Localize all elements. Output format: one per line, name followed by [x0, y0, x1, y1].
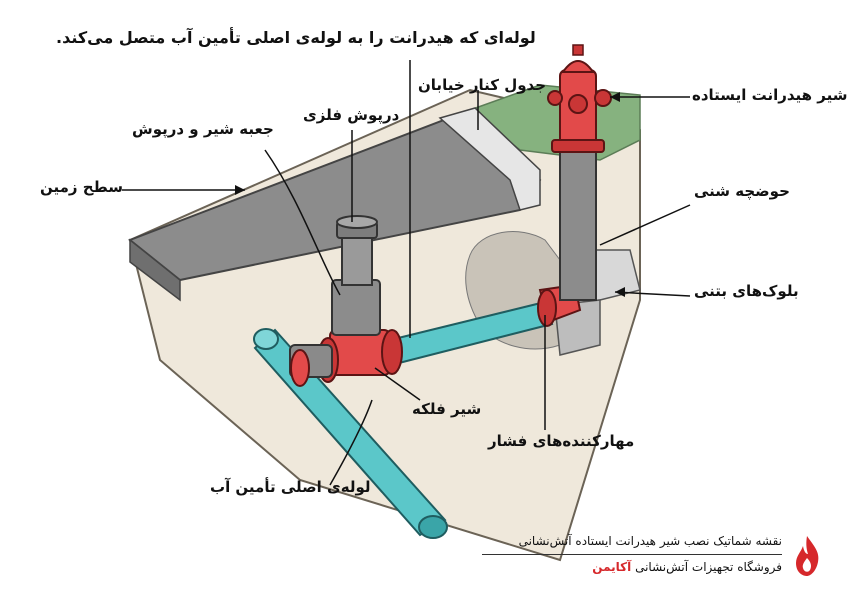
- label-gate-valve: شیر فلکه: [412, 400, 482, 418]
- footer-rule: [482, 554, 782, 555]
- label-main-pipe: لوله‌ی اصلی تأمین آب: [210, 478, 371, 496]
- leader-gate-valve: [374, 367, 421, 401]
- hydrant-nozzle-right: [594, 89, 612, 107]
- label-connecting-pipe: لوله‌ای که هیدرانت را به لوله‌ی اصلی تأم…: [56, 28, 536, 47]
- label-concrete-blocks: بلوک‌های بتنی: [694, 282, 799, 300]
- hydrant-top-nut: [572, 44, 584, 56]
- leader-concrete-blocks: [614, 291, 691, 297]
- valve-box-upper: [341, 234, 373, 286]
- label-gravel-pit: حوضچه شنی: [694, 182, 790, 200]
- tee-flange: [290, 349, 310, 387]
- label-hydrant: شیر هیدرانت ایستاده: [692, 86, 848, 104]
- arrowhead-concrete: [615, 287, 625, 297]
- label-metal-cap: درپوش فلزی: [303, 106, 400, 124]
- hydrant-nozzle-front: [568, 94, 588, 114]
- label-thrust-restraints: مهارکننده‌های فشار: [488, 432, 635, 450]
- label-ground-surface: سطح زمین: [40, 178, 123, 196]
- leader-gravel-pit: [599, 204, 691, 246]
- arrowhead-ground: [235, 185, 245, 195]
- leader-main-pipe: [329, 399, 373, 486]
- footer-store-prefix: فروشگاه تجهیزات آتش‌نشانی: [635, 560, 782, 574]
- gate-valve-body: [329, 329, 391, 376]
- hydrant-top: [561, 60, 595, 73]
- label-curb: جدول کنار خیابان: [418, 76, 547, 94]
- valve-box-lower: [331, 279, 381, 336]
- label-valve-box: جعبه شیر و درپوش: [132, 120, 274, 138]
- asphalt-edge: [129, 238, 181, 302]
- footer-title: نقشه شماتیک نصب شیر هیدرانت ایستاده آتش‌…: [518, 534, 782, 548]
- hydrant-base-flange: [551, 139, 605, 153]
- gate-valve-flange-right: [381, 329, 403, 375]
- main-pipe-end: [418, 515, 448, 539]
- arrowhead-hydrant: [610, 92, 620, 102]
- hydrant-riser: [559, 139, 597, 301]
- footer-store: فروشگاه تجهیزات آتش‌نشانی آکایمن: [592, 560, 782, 574]
- hydrant-elbow-flange: [537, 289, 557, 327]
- hydrant-nozzle-left: [547, 90, 563, 106]
- valve-box-cap-top: [336, 215, 378, 229]
- footer-credit: نقشه شماتیک نصب شیر هیدرانت ایستاده آتش‌…: [482, 530, 822, 586]
- curb-shape: [438, 107, 541, 211]
- flame-logo-icon: [796, 536, 819, 576]
- leader-valve-box: [264, 149, 341, 296]
- main-pipe-start: [253, 328, 279, 350]
- footer-store-brand: آکایمن: [592, 560, 632, 574]
